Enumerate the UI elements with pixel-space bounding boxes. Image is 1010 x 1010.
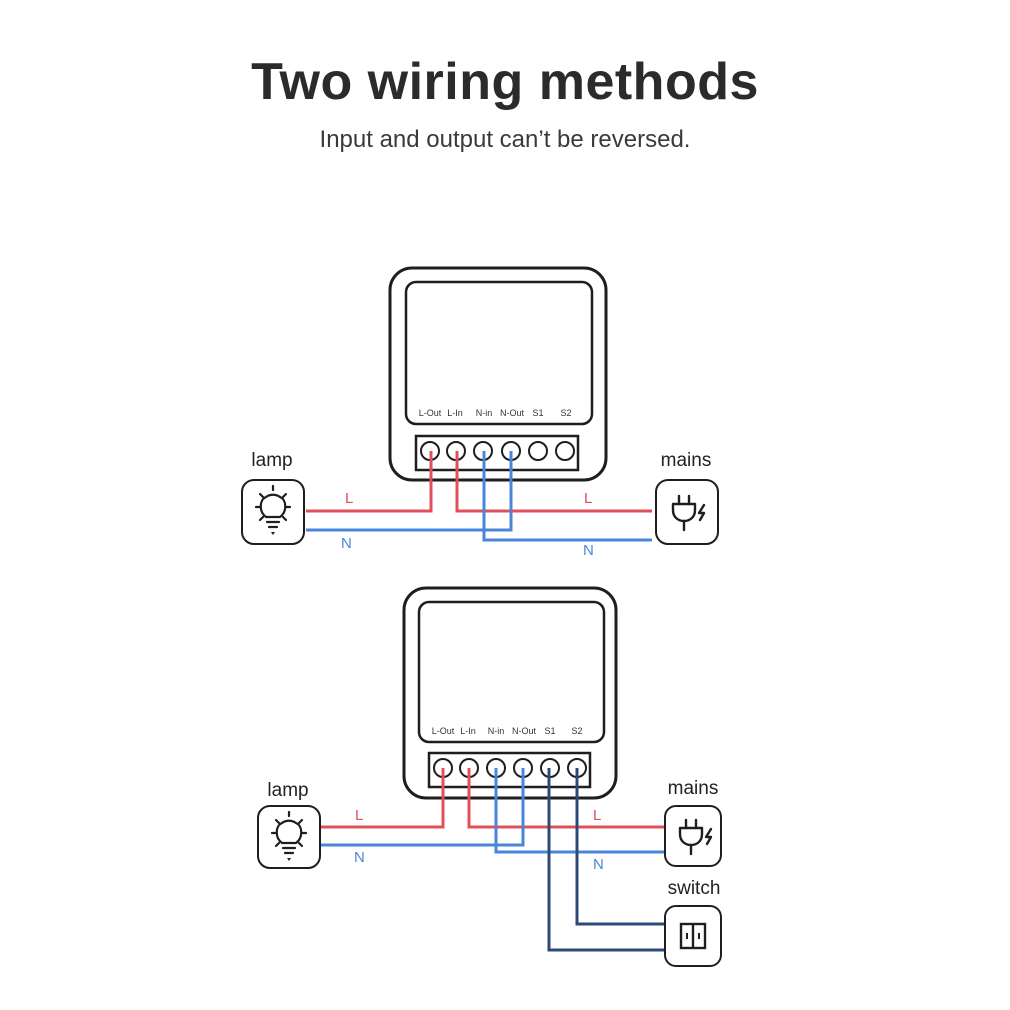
page-title: Two wiring methods [251, 53, 759, 111]
terminal-label-s2: S2 [571, 726, 582, 736]
wire-label-n-right-2: N [593, 856, 604, 873]
smart-switch-module-2 [402, 586, 618, 800]
lightbulb-icon [257, 805, 321, 869]
terminal-labels-1: L-Out L-In N-in N-Out S1 S2 [419, 408, 572, 418]
mains-label-2: mains [668, 778, 719, 799]
live-wire-from-mains-2 [467, 768, 664, 829]
live-wire-to-lamp-1 [306, 451, 433, 513]
neutral-wire-to-lamp-1 [306, 451, 513, 532]
wire-label-l-left-1: L [345, 490, 353, 507]
wire-label-n-left-2: N [354, 849, 365, 866]
terminal-label-s1: S1 [544, 726, 555, 736]
terminal-label-s2: S2 [560, 408, 571, 418]
terminal-label-l-out: L-Out [432, 726, 455, 736]
wall-switch-icon [664, 905, 722, 967]
wire-label-n-left-1: N [341, 535, 352, 552]
neutral-wire-from-mains-1 [482, 451, 652, 542]
terminal-label-n-out: N-Out [500, 408, 525, 418]
terminal-label-n-in: N-in [488, 726, 505, 736]
lightbulb-icon [241, 479, 305, 545]
terminal-label-s1: S1 [532, 408, 543, 418]
page-subtitle: Input and output can’t be reversed. [319, 126, 691, 153]
terminal-label-l-in: L-In [447, 408, 463, 418]
switch-label-2: switch [668, 878, 721, 899]
plug-icon [664, 805, 722, 867]
smart-switch-module-1 [388, 266, 608, 482]
wire-label-l-right-1: L [584, 490, 592, 507]
plug-icon [655, 479, 719, 545]
wiring-diagram-1: L-Out L-In N-in N-Out S1 S2 L N L N [241, 266, 719, 559]
neutral-wire-to-lamp-2 [320, 768, 525, 847]
neutral-wire-from-mains-2 [494, 768, 664, 854]
terminal-label-n-out: N-Out [512, 726, 537, 736]
terminal-screw [555, 441, 575, 461]
live-wire-from-mains-1 [455, 451, 652, 513]
switch-wire-s1 [547, 768, 664, 952]
wire-label-l-right-2: L [593, 807, 601, 824]
terminal-labels-2: L-Out L-In N-in N-Out S1 S2 [432, 726, 583, 736]
wiring-diagram-2: L-Out L-In N-in N-Out S1 S2 L N L [257, 586, 722, 967]
lamp-label-1: lamp [251, 450, 292, 471]
lamp-label-2: lamp [267, 780, 308, 801]
wire-label-l-left-2: L [355, 807, 363, 824]
terminal-label-l-out: L-Out [419, 408, 442, 418]
terminal-screw [528, 441, 548, 461]
mains-label-1: mains [661, 450, 712, 471]
switch-wire-s2 [575, 768, 664, 926]
wire-label-n-right-1: N [583, 542, 594, 559]
terminal-label-l-in: L-In [460, 726, 476, 736]
live-wire-to-lamp-2 [320, 768, 445, 829]
terminal-label-n-in: N-in [476, 408, 493, 418]
